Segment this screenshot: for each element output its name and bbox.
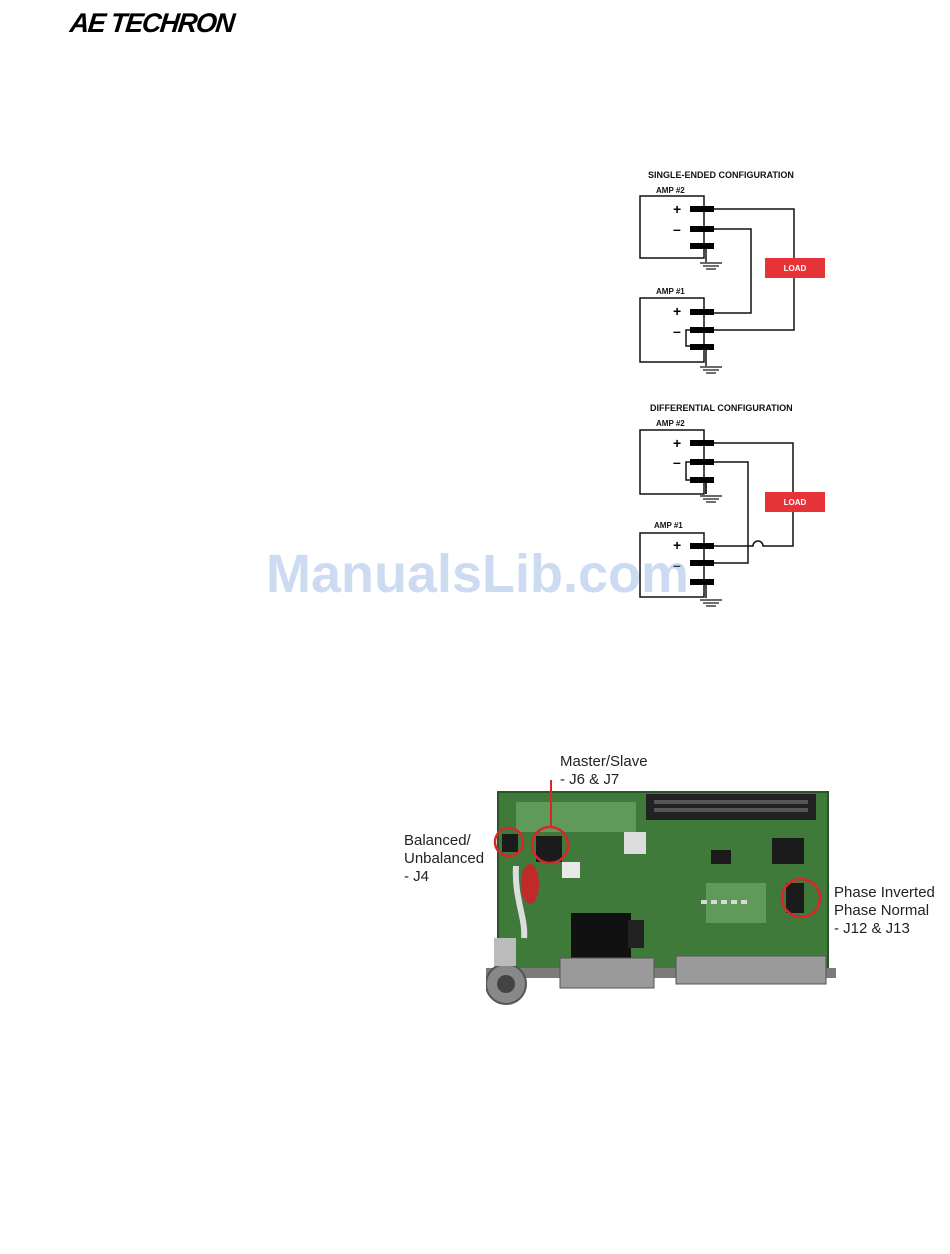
callout-master-slave: Master/Slave - J6 & J7: [560, 753, 648, 789]
callout-balanced-unbalanced: Balanced/ Unbalanced - J4: [404, 832, 484, 886]
callout-phase: Phase Inverted Phase Normal - J12 & J13: [834, 884, 935, 938]
